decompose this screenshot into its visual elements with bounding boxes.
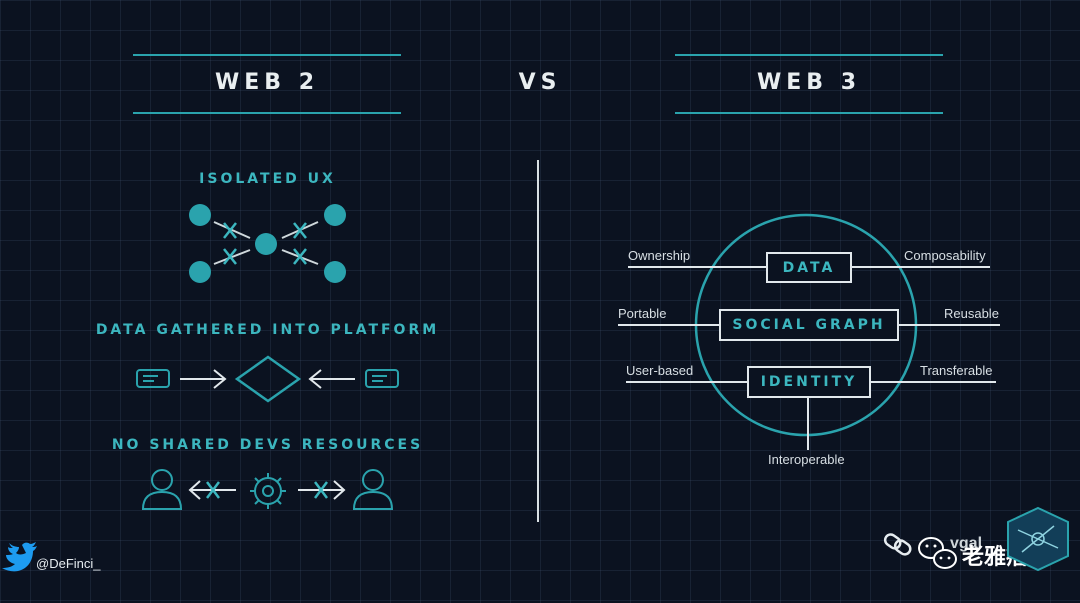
isolated-ux-label: ISOLATED UX: [199, 171, 336, 187]
composability-label: Composability: [904, 248, 986, 263]
web3-title: WEB 3: [756, 70, 862, 95]
user-icon: [352, 469, 394, 510]
no-shared-resources-label: NO SHARED DEVS RESOURCES: [111, 437, 424, 453]
arrow-icon: [308, 369, 355, 389]
wechat-icon: [918, 537, 957, 569]
chain-link-icon: [883, 533, 912, 556]
twitter-handle[interactable]: @DeFinci_: [36, 556, 101, 571]
brand-logo-icon: [1007, 506, 1069, 572]
diamond-icon: [234, 355, 302, 403]
center-divider: [537, 160, 539, 522]
twitter-icon: [2, 542, 37, 572]
web2-header-top-line: [133, 54, 401, 56]
user-icon: [141, 469, 183, 510]
partial-brand-text: vgal: [950, 535, 983, 552]
no-shared-resources-diagram: [141, 469, 394, 510]
gear-icon: [250, 473, 286, 509]
web2-header-bottom-line: [133, 112, 401, 114]
arrow-icon: [180, 369, 227, 389]
data-gathered-diagram: [136, 355, 399, 403]
isolated-ux-diagram: [189, 204, 346, 283]
social-graph-box: SOCIAL GRAPH: [719, 309, 899, 341]
data-gathered-label: DATA GATHERED INTO PLATFORM: [95, 322, 440, 338]
web3-header-bottom-line: [675, 112, 943, 114]
web3-header-top-line: [675, 54, 943, 56]
transferable-label: Transferable: [920, 363, 993, 378]
user-based-label: User-based: [626, 363, 694, 378]
document-icon: [365, 369, 399, 388]
identity-box: IDENTITY: [747, 366, 871, 398]
reusable-label: Reusable: [944, 306, 999, 321]
vs-label: VS: [518, 70, 562, 95]
ownership-label: Ownership: [628, 248, 691, 263]
interoperable-label: Interoperable: [768, 452, 845, 467]
data-box: DATA: [766, 252, 852, 283]
portable-label: Portable: [618, 306, 667, 321]
document-icon: [136, 369, 170, 388]
web3-diagram: [618, 213, 1000, 450]
web2-title: WEB 2: [214, 70, 320, 95]
